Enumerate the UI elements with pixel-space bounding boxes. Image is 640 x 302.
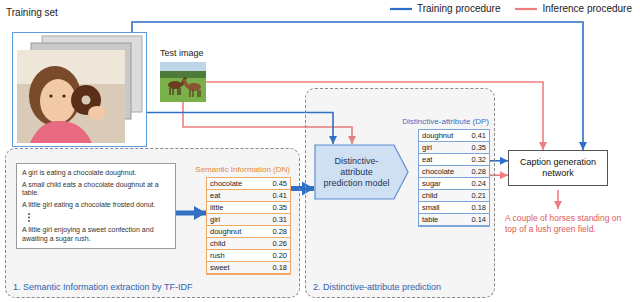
word-cell: eat [207,190,269,202]
table-grid: doughnut0.41girl0.35eat0.32chocolate0.28… [419,130,489,226]
word-cell: eat [419,154,468,166]
word-cell: rush [207,250,269,262]
chevron-outline [315,145,408,199]
caption-sentence: A small child eats a chocolate doughnut … [22,181,170,198]
output-arrow [557,190,559,209]
table-heading: Semantic Information (DN) [195,165,290,175]
region-box: A girl is eating a chocolate doughnut. A … [5,148,300,298]
network-box: Caption generation network [508,150,608,186]
legend-swatch [514,5,538,13]
output-caption: A couple of horses standing on top of a … [505,213,635,234]
word-cell: chocolate [207,178,269,190]
score-cell: 0.35 [468,142,489,154]
caption-sentence: A little girl enjoying a sweet confectio… [22,226,170,243]
legend: Training procedure Inference procedure [389,3,632,15]
score-cell: 0.14 [468,214,489,226]
image-box: Training set [12,32,147,147]
network-label: Caption generation network [514,157,602,179]
attribute-table: Distinctive-attribute (DP)doughnut0.41gi… [418,129,490,227]
score-cell: 0.41 [269,190,290,202]
word-cell: chocolate [419,166,468,178]
caption-sentence: A girl is eating a chocolate doughnut. [22,169,170,178]
word-cell: girl [207,214,269,226]
word-cell: sweet [207,262,269,274]
model-box: Distinctive-attribute prediction model [314,144,409,200]
word-cell: girl [419,142,468,154]
score-cell: 0.41 [468,130,489,142]
caption-list: A girl is eating a chocolate doughnut. A … [16,163,176,249]
score-cell: 0.28 [269,226,290,238]
legend-item: Inference procedure [514,3,632,15]
score-cell: 0.26 [269,238,290,250]
attribute-table: Semantic Information (DN)chocolate0.45ea… [206,177,291,275]
score-cell: 0.28 [468,166,489,178]
legend-text: Training procedure [417,3,501,15]
legend-text: Inference procedure [542,3,632,15]
training-photo-stack [17,36,142,143]
word-cell: doughnut [207,226,269,238]
score-cell: 0.21 [468,190,489,202]
model-label: Distinctive-attribute prediction model [314,156,409,189]
score-cell: 0.45 [269,178,290,190]
word-cell: table [419,214,468,226]
table-grid: chocolate0.45eat0.41little0.35girl0.31do… [207,178,290,274]
step-caption: 2. Distinctive-attribute prediction [313,282,488,293]
ellipsis-dots [24,212,34,223]
caption-sentence: A little girl eating a chocolate frosted… [22,201,170,210]
score-cell: 0.35 [269,202,290,214]
region-box: Distinctive-attribute prediction model Di… [305,88,495,298]
word-cell: sugar [419,178,468,190]
score-cell: 0.18 [269,262,290,274]
word-cell: doughnut [419,130,468,142]
score-cell: 0.24 [468,178,489,190]
score-cell: 0.32 [468,154,489,166]
score-cell: 0.18 [468,202,489,214]
legend-item: Training procedure [389,3,501,15]
word-cell: small [419,202,468,214]
legend-swatch [389,5,413,13]
word-cell: child [207,238,269,250]
word-cell: child [419,190,468,202]
step-caption: 1. Semantic Information extraction by TF… [13,282,293,293]
table-heading: Distinctive-attribute (DP) [402,117,489,127]
test-photo [160,62,206,102]
image-box: Test image [160,62,206,102]
image-heading: Test image [160,48,204,59]
score-cell: 0.20 [269,250,290,262]
score-cell: 0.31 [269,214,290,226]
word-cell: little [207,202,269,214]
set-heading: Training set [6,7,58,19]
